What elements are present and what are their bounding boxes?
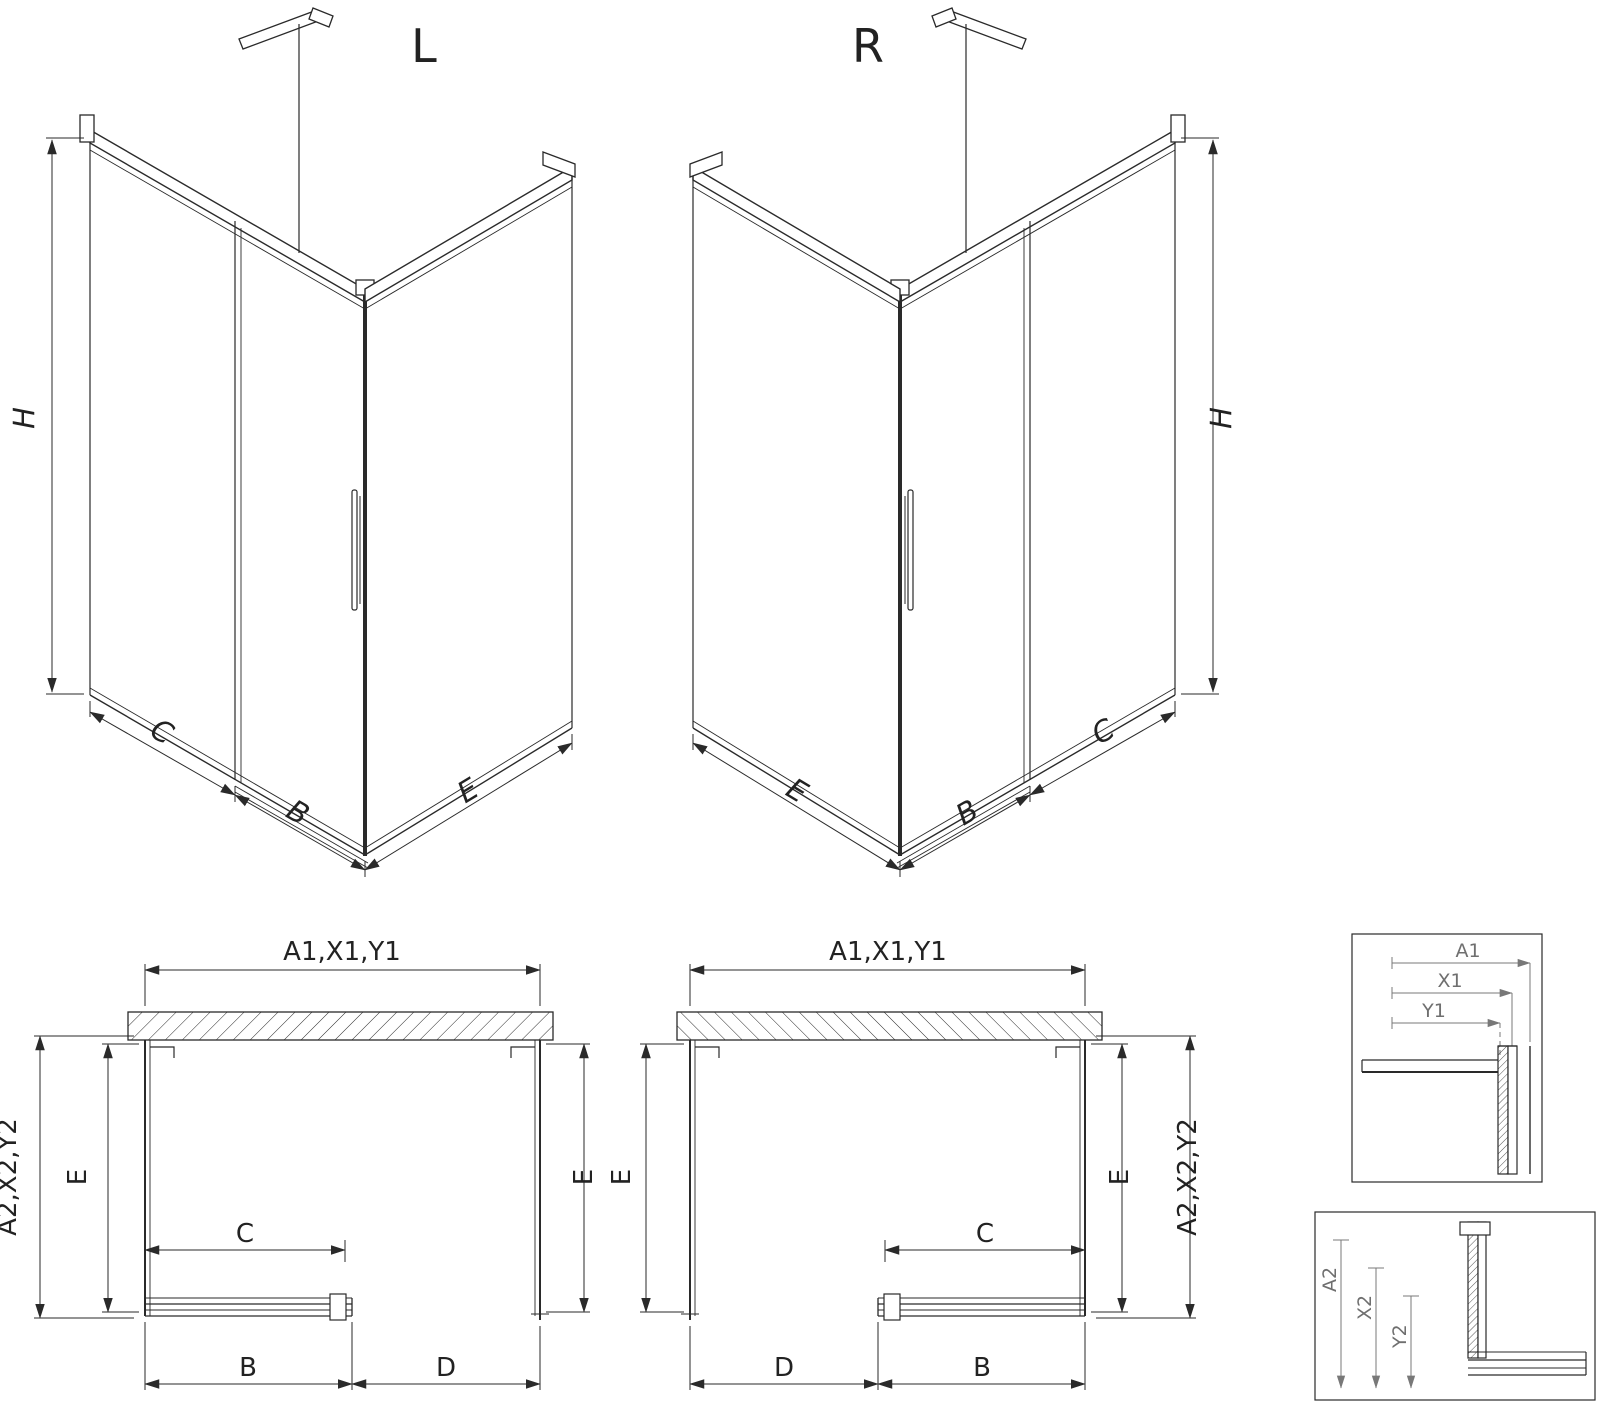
iso-view-right: R H E B C: [690, 8, 1238, 877]
iso-right-dim-height-label: H: [1204, 407, 1238, 429]
plan-right-dim-b-label: B: [973, 1353, 991, 1383]
plan-left-dim-c-label: C: [236, 1219, 254, 1249]
plan-left-dim-width-label: A1,X1,Y1: [283, 937, 401, 967]
plan-left-geometry: [34, 964, 590, 1390]
plan-left-dim-e-left-label: E: [63, 1169, 93, 1185]
detail-view-bottom-profile: A2 X2 Y2: [1314, 1211, 1596, 1401]
detail-bottom-dimension-lines: [1333, 1239, 1419, 1389]
detail-bottom-dim-y2-label: Y2: [1389, 1324, 1411, 1349]
plan-left-dim-e-right-label: E: [569, 1169, 599, 1185]
detail-view-top-profile: A1 X1 Y1: [1351, 933, 1543, 1183]
iso-left-title: L: [411, 19, 437, 73]
detail-bottom-dim-a2-label: A2: [1319, 1267, 1341, 1292]
plan-right-dim-d-label: D: [774, 1353, 794, 1383]
iso-left-dim-b-label: B: [281, 793, 315, 832]
plan-view-left: A1,X1,Y1 A2,X2,Y2 E E C B D: [0, 937, 599, 1390]
plan-left-dim-depth-outer-label: A2,X2,Y2: [0, 1118, 23, 1236]
detail-bottom-border: [1314, 1211, 1596, 1401]
detail-top-section-geometry: [1361, 1045, 1531, 1175]
plan-right-dim-e-left-label: E: [607, 1169, 637, 1185]
iso-left-geometry: [46, 8, 575, 877]
plan-right-dim-depth-outer-label: A2,X2,Y2: [1173, 1118, 1203, 1236]
iso-right-title: R: [852, 19, 884, 73]
detail-top-dim-a1-label: A1: [1455, 940, 1480, 962]
iso-left-dim-height-label: H: [7, 407, 41, 429]
detail-top-dim-y1-label: Y1: [1421, 1000, 1446, 1022]
plan-right-dim-width-label: A1,X1,Y1: [829, 937, 947, 967]
plan-left-dim-b-label: B: [239, 1353, 257, 1383]
detail-bottom-section-geometry: [1459, 1221, 1587, 1376]
iso-left-dim-c-label: C: [145, 712, 180, 752]
plan-right-dim-c-label: C: [976, 1219, 994, 1249]
iso-left-dim-e-label: E: [451, 771, 485, 810]
iso-view-left: L H C B E: [7, 8, 575, 877]
iso-right-geometry: [690, 8, 1219, 877]
iso-right-dim-c-label: C: [1086, 711, 1121, 751]
plan-view-right: A1,X1,Y1 A2,X2,Y2 E E C D B: [607, 937, 1203, 1390]
detail-bottom-dim-x2-label: X2: [1354, 1295, 1376, 1320]
plan-left-dim-d-label: D: [436, 1353, 456, 1383]
detail-top-dim-x1-label: X1: [1437, 970, 1462, 992]
iso-right-dim-b-label: B: [950, 793, 984, 832]
detail-top-dimension-lines: [1391, 957, 1531, 1058]
plan-right-dim-e-right-label: E: [1105, 1169, 1135, 1185]
detail-top-border: [1351, 933, 1543, 1183]
iso-right-dim-e-label: E: [781, 771, 815, 810]
